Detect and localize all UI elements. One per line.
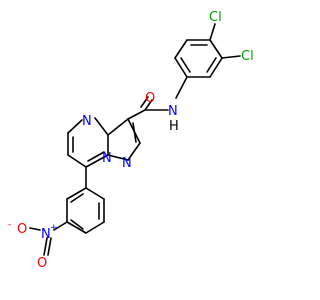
dichlorophenyl-ring xyxy=(174,39,223,78)
molecule-svg: Cl Cl N H O N N N N + O - O xyxy=(8,10,254,271)
structure-diagram: Cl Cl N H O N N N N + O - O xyxy=(8,10,254,271)
nitro-plus-charge: + xyxy=(50,223,58,233)
nitro-minus-charge: - xyxy=(8,220,11,230)
amide-c3-bond xyxy=(127,109,146,120)
chlorine-label-right: Cl xyxy=(241,49,254,64)
nitro-attach-bond xyxy=(53,221,68,231)
amide-hydrogen-label: H xyxy=(169,119,179,134)
atom-labels: Cl Cl N H O N N N N + O - O xyxy=(8,10,254,271)
cl-top-bond xyxy=(209,23,216,41)
nitro-o-bottom-bond-a xyxy=(43,237,48,256)
ring-nitrogen-top-label: N xyxy=(82,114,92,129)
amide-nitrogen-label: N xyxy=(168,104,178,119)
carbonyl-oxygen-label: O xyxy=(145,91,155,106)
ring-nitrogen-bottom-label: N xyxy=(122,156,132,171)
nitro-nitrogen-label: N xyxy=(41,227,51,242)
cl-right-bond xyxy=(221,55,241,59)
nitro-oxygen-bottom-label: O xyxy=(37,256,47,271)
aryl-n-bond xyxy=(175,76,188,99)
pyrazolopyrimidine-core xyxy=(67,117,141,168)
chlorine-label-top: Cl xyxy=(209,10,222,25)
nitro-o-left-bond xyxy=(29,227,41,231)
nitrophenyl-ring xyxy=(66,187,105,234)
carbonyl-bond-a xyxy=(144,99,153,111)
carbonyl-bond-b xyxy=(140,96,149,108)
nitro-o-bottom-bond-b xyxy=(47,237,52,256)
ring-nitrogen-mid-label: N xyxy=(102,151,112,166)
nitro-oxygen-left-label: O xyxy=(17,222,27,237)
